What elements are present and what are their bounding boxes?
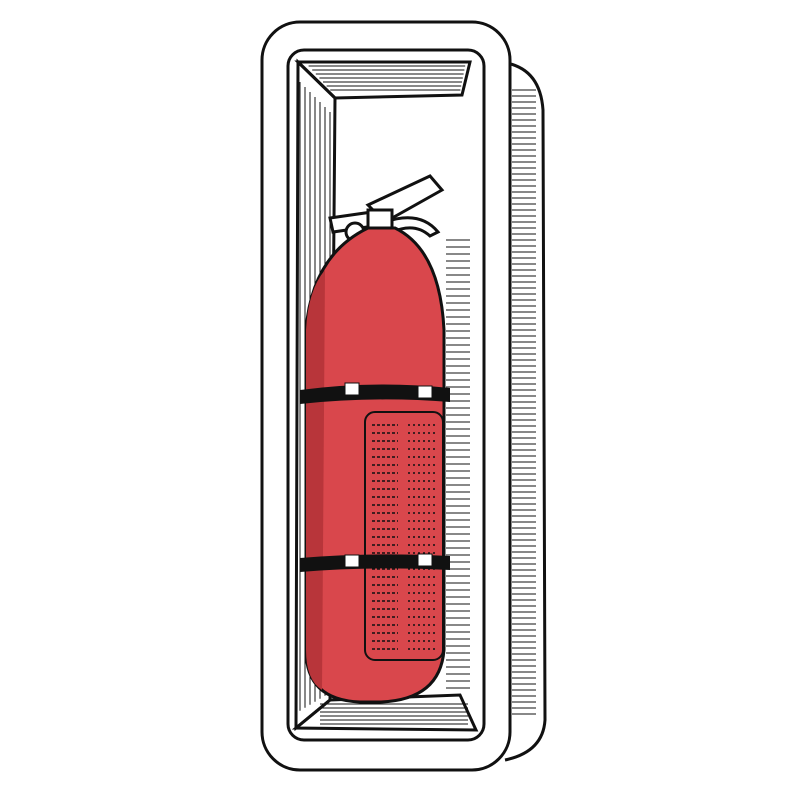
mounting-straps <box>300 382 450 572</box>
extinguisher-handle <box>382 216 441 238</box>
extinguisher-valve <box>328 174 445 243</box>
lower-strap-buckle-right <box>417 553 433 567</box>
upper-strap-buckle-left <box>344 382 360 396</box>
upper-strap-buckle-right <box>417 385 433 399</box>
extinguisher-label <box>364 411 444 661</box>
upper-strap <box>300 384 450 404</box>
fire-extinguisher <box>300 174 450 704</box>
extinguisher-shadow <box>306 270 325 690</box>
extinguisher-label-markings <box>372 424 436 650</box>
lower-strap-buckle-left <box>344 554 360 568</box>
cabinet-opening <box>286 48 486 742</box>
cabinet-interior-bottom <box>291 693 479 732</box>
lower-strap <box>300 554 450 572</box>
